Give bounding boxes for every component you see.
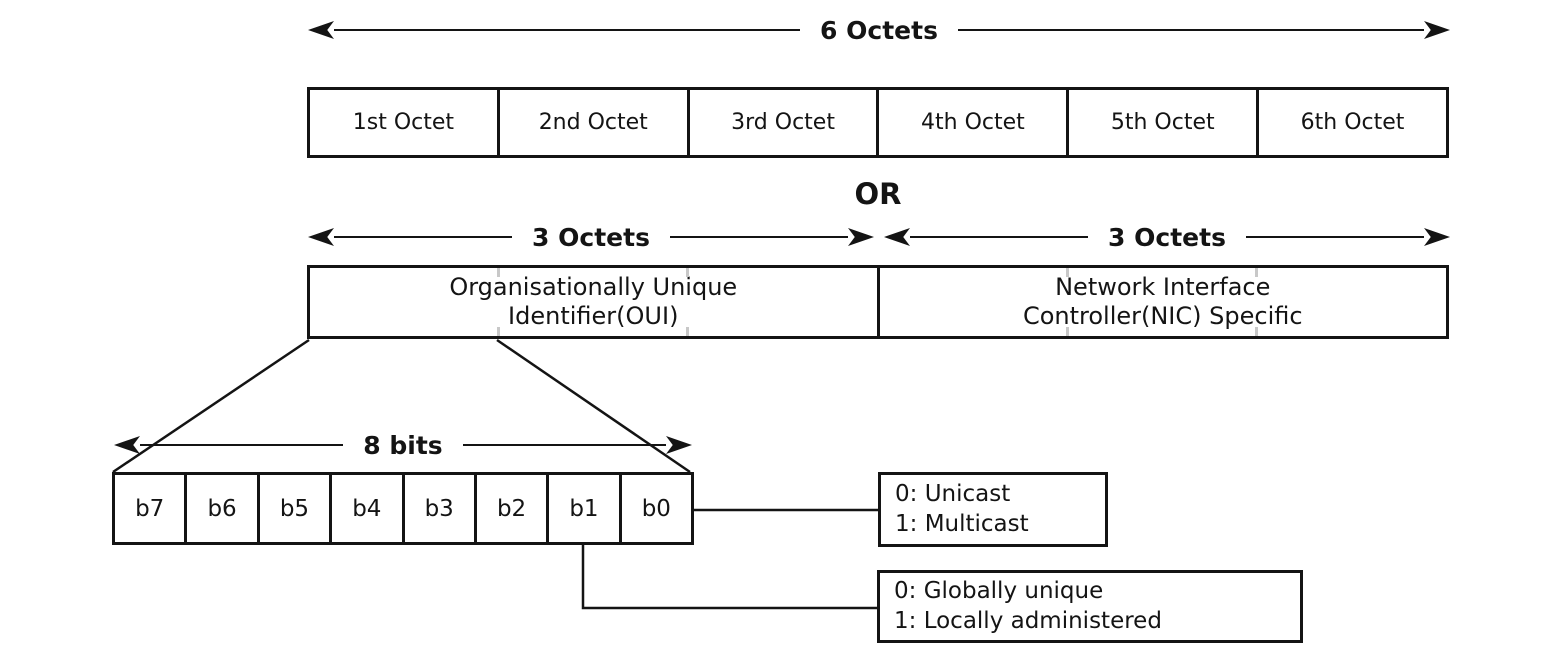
octet-cell-5: 5th Octet (1069, 90, 1260, 155)
bit-cell-b6: b6 (187, 475, 260, 542)
octet-cell-3: 3rd Octet (690, 90, 880, 155)
arrowhead-right-icon (1424, 228, 1451, 246)
octet-boundary-tick (1066, 327, 1070, 336)
arrowhead-left-icon (884, 228, 910, 246)
octet-cell-2: 2nd Octet (500, 90, 690, 155)
arrowhead-right-icon (848, 228, 875, 246)
octet-boundary-tick (1255, 268, 1259, 277)
arrow-shaft (910, 236, 1089, 238)
arrow-shaft (140, 444, 344, 446)
nic-box: Network Interface Controller(NIC) Specif… (880, 268, 1447, 336)
b1-global-local-note: 0: Globally unique 1: Locally administer… (877, 570, 1303, 643)
six-octets-span-arrow: 6 Octets (308, 12, 1451, 48)
arrowhead-left-icon (308, 228, 334, 246)
arrow-shaft (1245, 236, 1425, 238)
b0-unicast-multicast-note: 0: Unicast 1: Multicast (878, 472, 1108, 547)
arrow-shaft (462, 444, 666, 446)
oui-box: Organisationally Unique Identifier(OUI) (310, 268, 880, 336)
octet-boundary-tick (496, 268, 500, 277)
arrow-shaft (334, 29, 801, 31)
b0-note-line1: 0: Unicast (895, 480, 1011, 507)
octet-boundary-tick (496, 327, 500, 336)
three-octets-right-span-arrow: 3 Octets (884, 219, 1451, 255)
octet-boundary-tick (685, 327, 689, 336)
octet-boundary-tick (1255, 327, 1259, 336)
b1-note-line1: 0: Globally unique (894, 577, 1104, 604)
three-octets-right-label: 3 Octets (1108, 222, 1226, 252)
octet-cell-1: 1st Octet (310, 90, 500, 155)
bit-row: b7 b6 b5 b4 b3 b2 b1 b0 (112, 472, 694, 545)
nic-label-line1: Network Interface (1055, 273, 1271, 302)
bit-cell-b2: b2 (477, 475, 550, 542)
bit-cell-b0: b0 (641, 495, 671, 522)
eight-bits-label: 8 bits (363, 430, 443, 460)
arrow-shaft (334, 236, 513, 238)
three-octets-left-span-arrow: 3 Octets (308, 219, 875, 255)
eight-bits-span-arrow: 8 bits (114, 427, 692, 463)
bit-cell-b4: b4 (332, 475, 405, 542)
b0-note-line2: 1: Multicast (895, 510, 1029, 537)
octet-row: 1st Octet 2nd Octet 3rd Octet 4th Octet … (307, 87, 1449, 158)
octet-cell-6: 6th Octet (1300, 110, 1405, 135)
arrowhead-left-icon (114, 436, 140, 454)
oui-label-line1: Organisationally Unique (449, 273, 738, 302)
octet-cell-4: 4th Octet (879, 90, 1070, 155)
nic-label-line2: Controller(NIC) Specific (1022, 302, 1303, 330)
b1-note-line2: 1: Locally administered (894, 607, 1162, 634)
octet-boundary-tick (685, 268, 689, 277)
bit-cell-b5: b5 (260, 475, 333, 542)
six-octets-label: 6 Octets (820, 15, 938, 45)
octet-boundary-tick (1066, 268, 1070, 277)
bit-cell-b1: b1 (549, 475, 622, 542)
arrowhead-right-icon (1424, 21, 1451, 39)
arrowhead-right-icon (666, 436, 692, 454)
three-octets-left-label: 3 Octets (532, 222, 650, 252)
b1-connector-line (581, 545, 877, 610)
arrowhead-left-icon (308, 21, 334, 39)
oui-label-line2: Identifier(OUI) (508, 302, 679, 330)
or-label: OR (854, 177, 902, 211)
arrow-shaft (669, 236, 849, 238)
oui-nic-row: Organisationally Unique Identifier(OUI) … (307, 265, 1449, 339)
bit-cell-b3: b3 (405, 475, 477, 542)
arrow-shaft (957, 29, 1425, 31)
bit-cell-b7: b7 (115, 475, 188, 542)
